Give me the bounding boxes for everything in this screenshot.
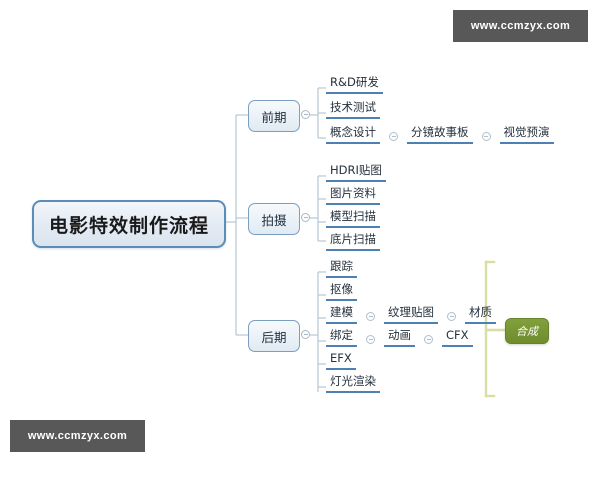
collapse-toggle-icon-modeling[interactable]	[366, 312, 375, 321]
collapse-toggle-icon-post-production[interactable]	[301, 330, 310, 339]
branch-node-post-production[interactable]: 后期	[248, 320, 300, 352]
root-node-label: 电影特效制作流程	[48, 214, 209, 237]
branch-label-post-production: 后期	[261, 329, 287, 345]
branch-label-pre-production: 前期	[261, 109, 287, 125]
leaf-row-pre-1: 技术测试	[326, 99, 380, 119]
leaf-node-keying[interactable]: 抠像	[326, 282, 357, 301]
collapse-toggle-icon-shooting[interactable]	[301, 213, 310, 222]
leaf-node-concept-design[interactable]: 概念设计	[326, 125, 380, 144]
root-node[interactable]: 电影特效制作流程	[32, 200, 226, 248]
collapse-toggle-icon-animation[interactable]	[424, 335, 433, 344]
leaf-node-film-scan[interactable]: 底片扫描	[326, 232, 380, 251]
leaf-row-shot-3: 底片扫描	[326, 231, 380, 251]
leaf-row-post-5: 灯光渲染	[326, 373, 380, 393]
leaf-node-texturing[interactable]: 纹理贴图	[384, 305, 438, 324]
leaf-node-model-scan[interactable]: 模型扫描	[326, 209, 380, 228]
leaf-node-hdri[interactable]: HDRI贴图	[326, 163, 386, 182]
leaf-node-rd[interactable]: R&D研发	[326, 75, 383, 94]
watermark-top-right: www.ccmzyx.com	[453, 10, 588, 42]
branch-node-pre-production[interactable]: 前期	[248, 100, 300, 132]
branch-label-shooting: 拍摄	[261, 212, 287, 228]
leaf-node-shading[interactable]: 材质	[465, 305, 496, 324]
collapse-toggle-icon-rigging[interactable]	[366, 335, 375, 344]
leaf-row-shot-0: HDRI贴图	[326, 162, 386, 182]
leaf-row-shot-2: 模型扫描	[326, 208, 380, 228]
leaf-node-modeling[interactable]: 建模	[326, 305, 357, 324]
watermark-bottom-text: www.ccmzyx.com	[27, 430, 128, 442]
leaf-row-pre-2: 概念设计 分镜故事板 视觉预演	[326, 124, 554, 144]
leaf-node-tracking[interactable]: 跟踪	[326, 259, 357, 278]
leaf-row-post-1: 抠像	[326, 281, 357, 301]
collapse-toggle-icon-texturing[interactable]	[447, 312, 456, 321]
collapse-toggle-icon-concept-design[interactable]	[389, 132, 398, 141]
leaf-node-previs[interactable]: 视觉预演	[499, 125, 554, 144]
leaf-node-rigging[interactable]: 绑定	[326, 328, 357, 347]
leaf-row-post-4: EFX	[326, 350, 356, 370]
leaf-node-tech-test[interactable]: 技术测试	[326, 100, 380, 119]
leaf-node-lighting-rendering[interactable]: 灯光渲染	[326, 374, 380, 393]
collapse-toggle-icon-storyboard[interactable]	[481, 132, 491, 141]
watermark-top-text: www.ccmzyx.com	[470, 20, 571, 32]
leaf-node-animation[interactable]: 动画	[384, 328, 415, 347]
leaf-row-shot-1: 图片资料	[326, 185, 380, 205]
leaf-row-post-3: 绑定 动画 CFX	[326, 327, 473, 347]
leaf-row-pre-0: R&D研发	[326, 74, 383, 94]
summary-node-label: 合成	[516, 325, 538, 338]
summary-node-compositing[interactable]: 合成	[505, 318, 549, 344]
leaf-node-storyboard[interactable]: 分镜故事板	[407, 125, 473, 144]
collapse-toggle-icon-pre-production[interactable]	[301, 110, 310, 119]
branch-node-shooting[interactable]: 拍摄	[248, 203, 300, 235]
leaf-node-cfx[interactable]: CFX	[442, 328, 473, 347]
leaf-row-post-0: 跟踪	[326, 258, 357, 278]
leaf-node-efx[interactable]: EFX	[326, 351, 356, 370]
leaf-row-post-2: 建模 纹理贴图 材质	[326, 304, 496, 324]
leaf-node-photo-reference[interactable]: 图片资料	[326, 186, 380, 205]
watermark-bottom-left: www.ccmzyx.com	[10, 420, 145, 452]
